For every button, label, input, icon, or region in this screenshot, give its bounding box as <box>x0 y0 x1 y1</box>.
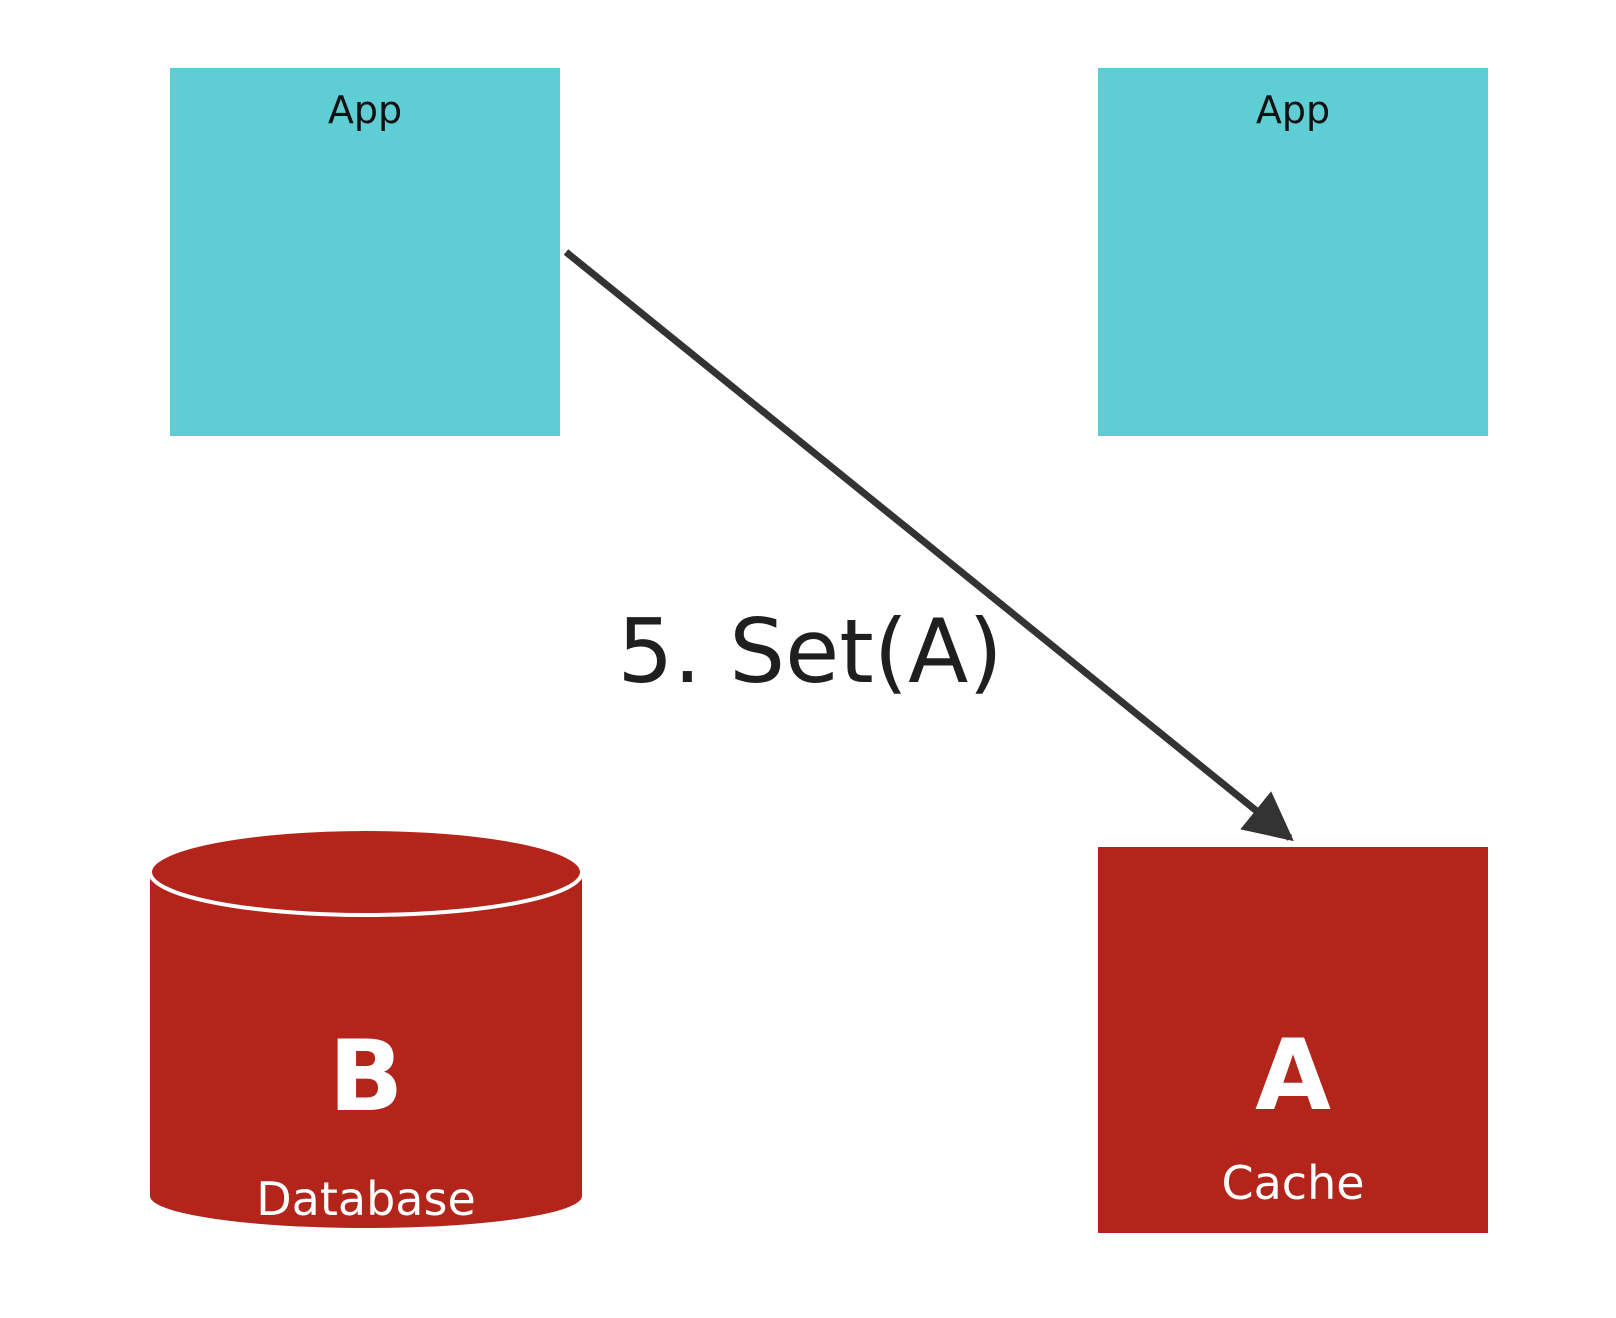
cache-box: A Cache <box>1098 847 1488 1233</box>
database-body <box>150 872 582 1228</box>
app-right-label: App <box>1255 88 1331 132</box>
set-arrow-label: 5. Set(A) <box>617 600 1003 703</box>
cache-key: A <box>1255 1019 1331 1133</box>
database-label: Database <box>256 1172 476 1226</box>
database-top <box>148 827 584 917</box>
set-arrow <box>563 249 1294 842</box>
database-cylinder <box>148 827 584 1228</box>
cache-label: Cache <box>1221 1156 1365 1210</box>
app-box-left: App <box>170 68 560 436</box>
database-node: B Database <box>150 830 582 1240</box>
app-box-right: App <box>1098 68 1488 436</box>
app-left-label: App <box>327 88 403 132</box>
database-key: B <box>328 1020 404 1134</box>
